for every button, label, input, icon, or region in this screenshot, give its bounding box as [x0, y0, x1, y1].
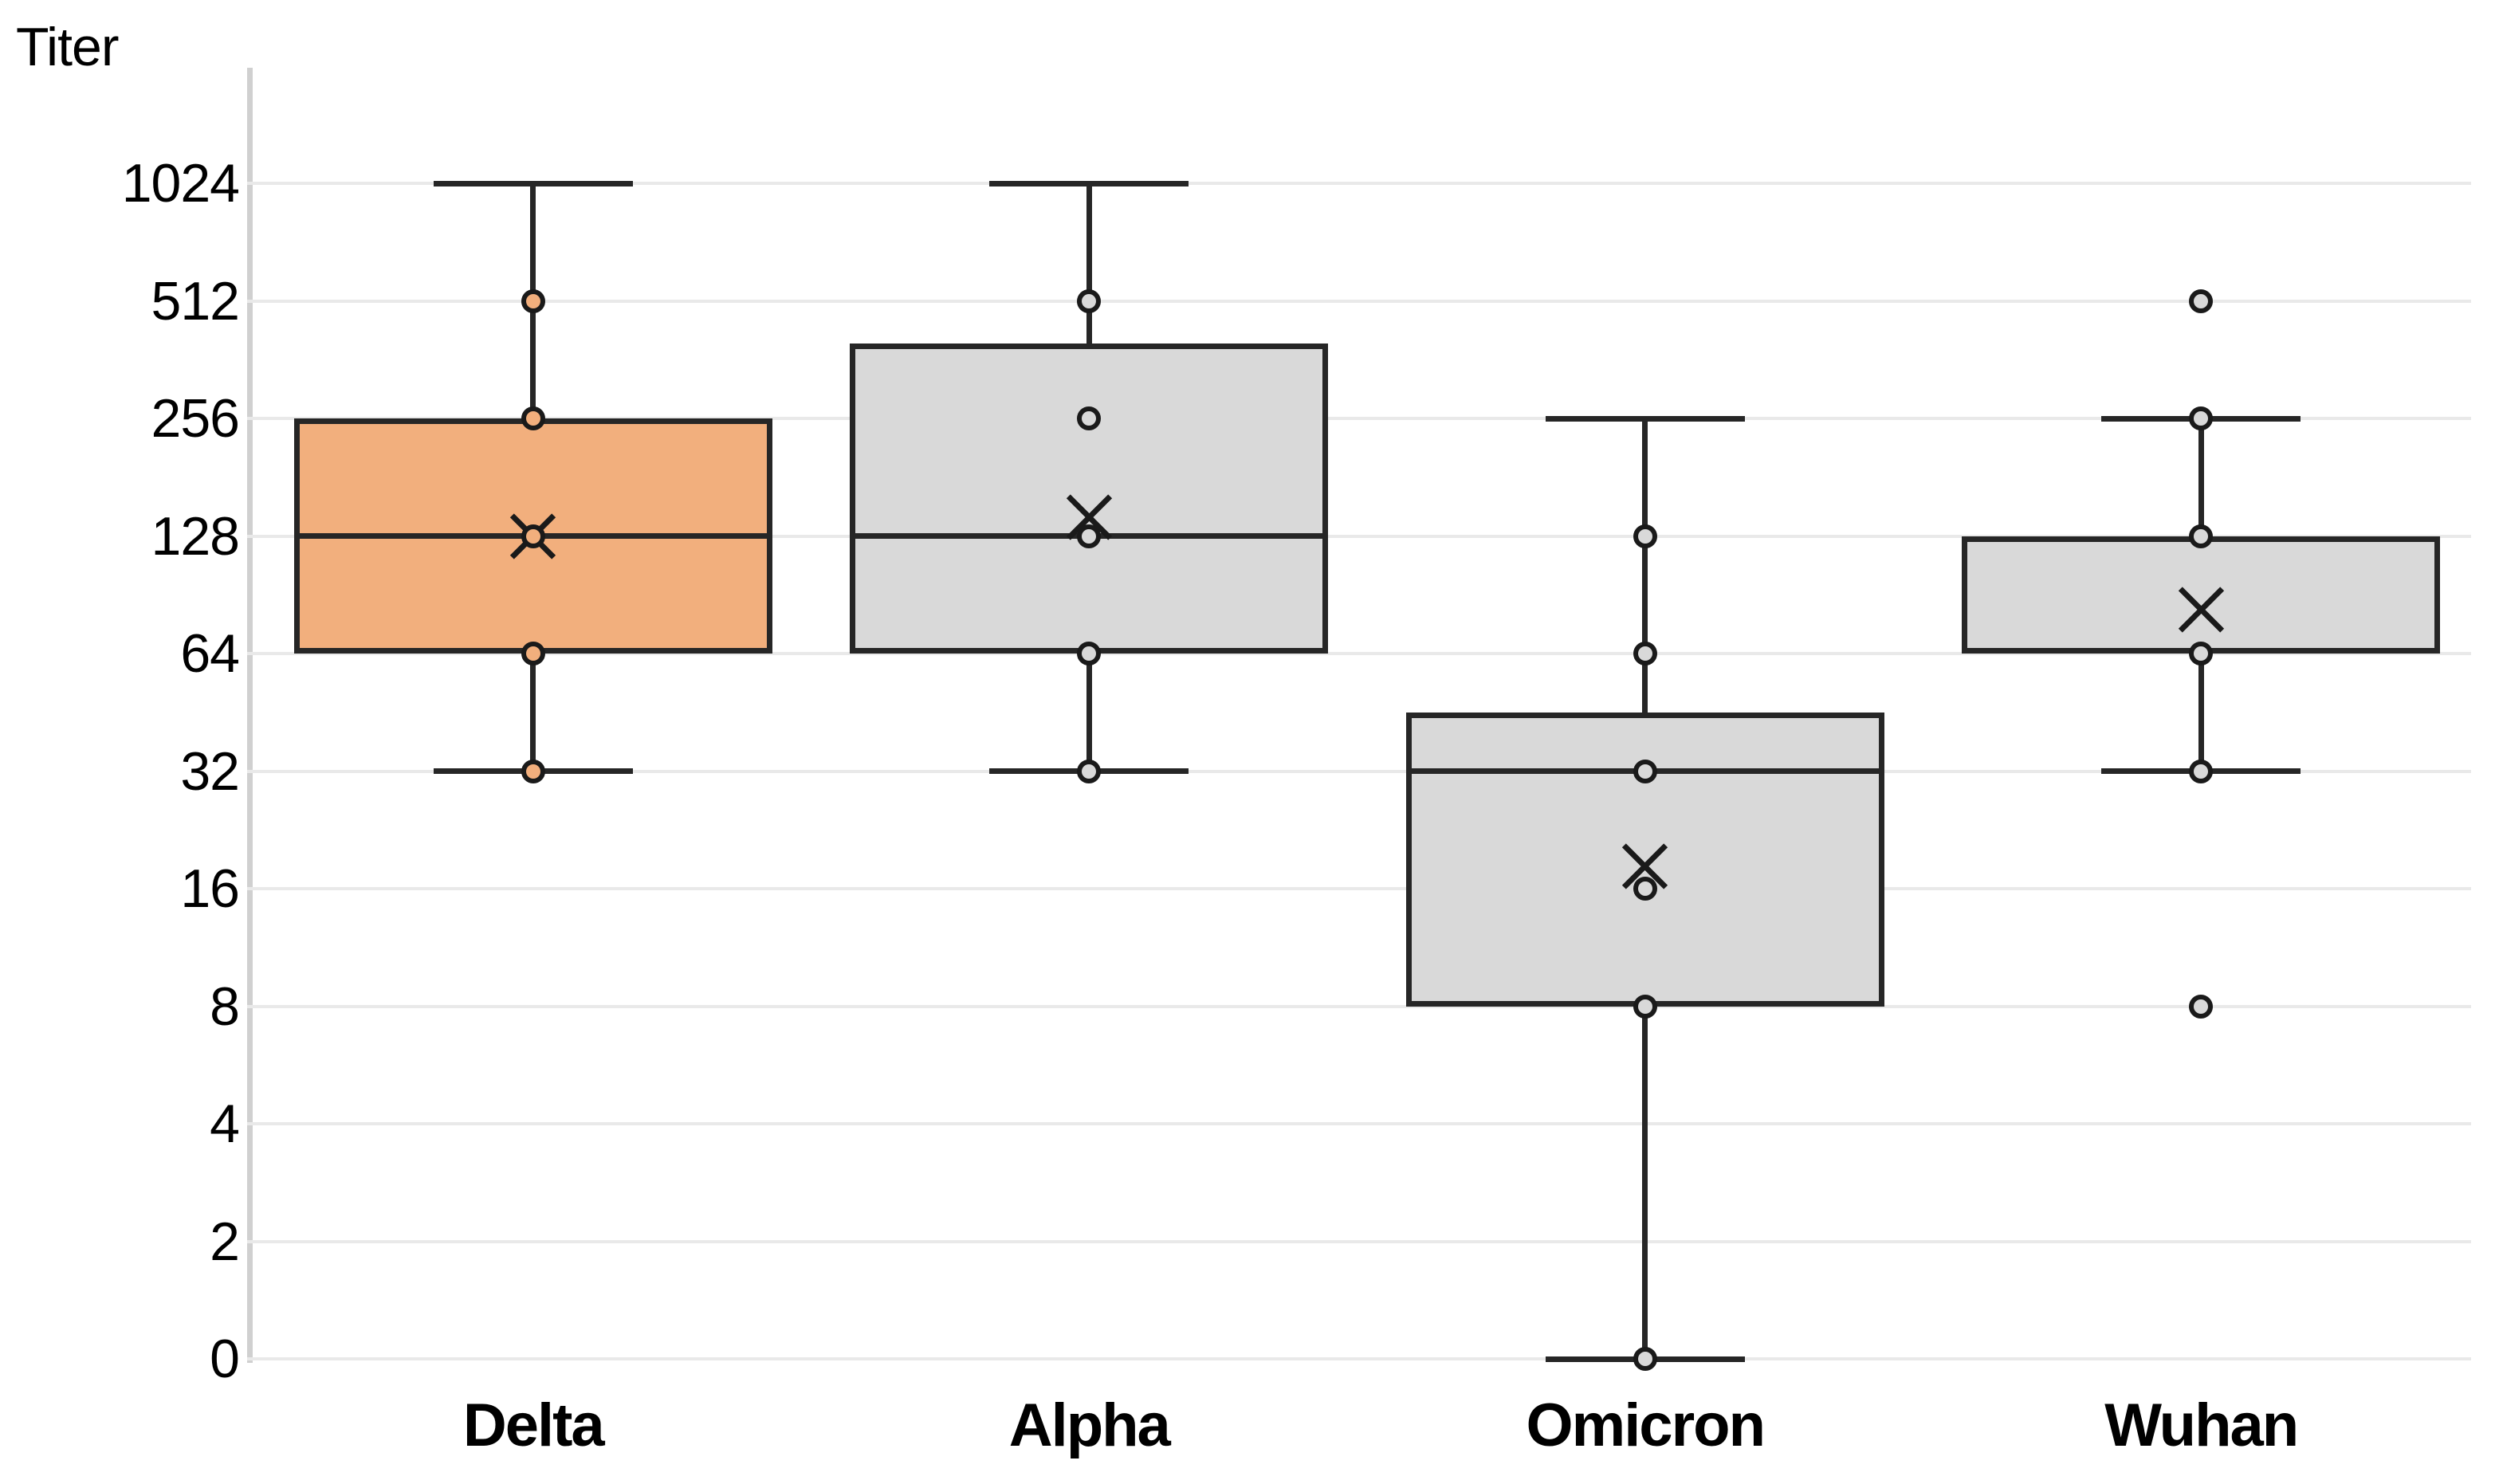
y-tick-label-64: 64 [180, 623, 240, 684]
y-tick-label-32: 32 [180, 740, 240, 802]
y-tick-label-0: 0 [210, 1329, 240, 1389]
data-point [1633, 759, 1657, 783]
data-point [2189, 759, 2214, 783]
whisker-cap-upper [1545, 415, 1745, 422]
whisker-lower [1642, 1006, 1648, 1359]
whisker-lower [1086, 654, 1092, 771]
data-point [1077, 642, 1102, 665]
data-point [1633, 642, 1657, 665]
y-axis-title: Titer [16, 17, 119, 77]
whisker-upper [1642, 418, 1648, 713]
data-point [1077, 289, 1102, 313]
gridline-2 [247, 1239, 2471, 1243]
data-point [521, 759, 545, 783]
data-point [1633, 524, 1657, 548]
y-tick-label-2: 2 [210, 1211, 240, 1272]
y-tick-label-8: 8 [210, 976, 240, 1037]
x-tick-label-delta: Delta [462, 1392, 605, 1459]
gridline-32 [247, 769, 2471, 773]
data-point [2189, 642, 2214, 665]
y-tick-label-1024: 1024 [121, 153, 240, 214]
y-tick-label-256: 256 [151, 388, 240, 449]
gridline-0 [247, 1357, 2471, 1360]
data-point [2189, 524, 2214, 548]
data-point [2189, 406, 2214, 430]
whisker-upper [2198, 418, 2204, 536]
plot-area: Delta Alpha Omicron Wuhan [247, 0, 2471, 1484]
data-point [1077, 406, 1102, 430]
data-point [1633, 994, 1657, 1019]
gridline-8 [247, 1004, 2471, 1008]
whisker-cap-upper [433, 180, 633, 186]
x-tick-label-omicron: Omicron [1526, 1392, 1766, 1459]
gridline-16 [247, 887, 2471, 890]
gridline-4 [247, 1122, 2471, 1125]
data-point [2189, 994, 2214, 1019]
gridline-256 [247, 417, 2471, 420]
x-tick-label-wuhan: Wuhan [2104, 1392, 2299, 1459]
x-tick-label-alpha: Alpha [1008, 1392, 1171, 1459]
gridline-512 [247, 299, 2471, 303]
data-point [1633, 1347, 1657, 1371]
y-axis-tick-labels: 0 2 4 8 16 32 64 128 256 512 1024 [0, 0, 240, 1484]
whisker-cap-upper [989, 180, 1189, 186]
mean-marker-x-icon [2171, 580, 2230, 639]
data-point [1633, 877, 1657, 901]
y-tick-label-512: 512 [151, 270, 240, 332]
whisker-lower [2198, 654, 2204, 771]
y-tick-label-16: 16 [180, 858, 240, 919]
y-tick-label-128: 128 [151, 505, 240, 567]
whisker-upper [1086, 183, 1092, 344]
gridline-1024 [247, 182, 2471, 185]
gridline-128 [247, 534, 2471, 538]
data-point [521, 289, 545, 313]
whisker-lower [530, 654, 536, 771]
y-axis-line [247, 68, 253, 1363]
y-tick-label-4: 4 [210, 1093, 240, 1154]
gridline-64 [247, 652, 2471, 655]
data-point [521, 642, 545, 665]
data-point [2189, 289, 2214, 313]
data-point [521, 406, 545, 430]
data-point [521, 524, 545, 548]
data-point [1077, 524, 1102, 548]
data-point [1077, 759, 1102, 783]
